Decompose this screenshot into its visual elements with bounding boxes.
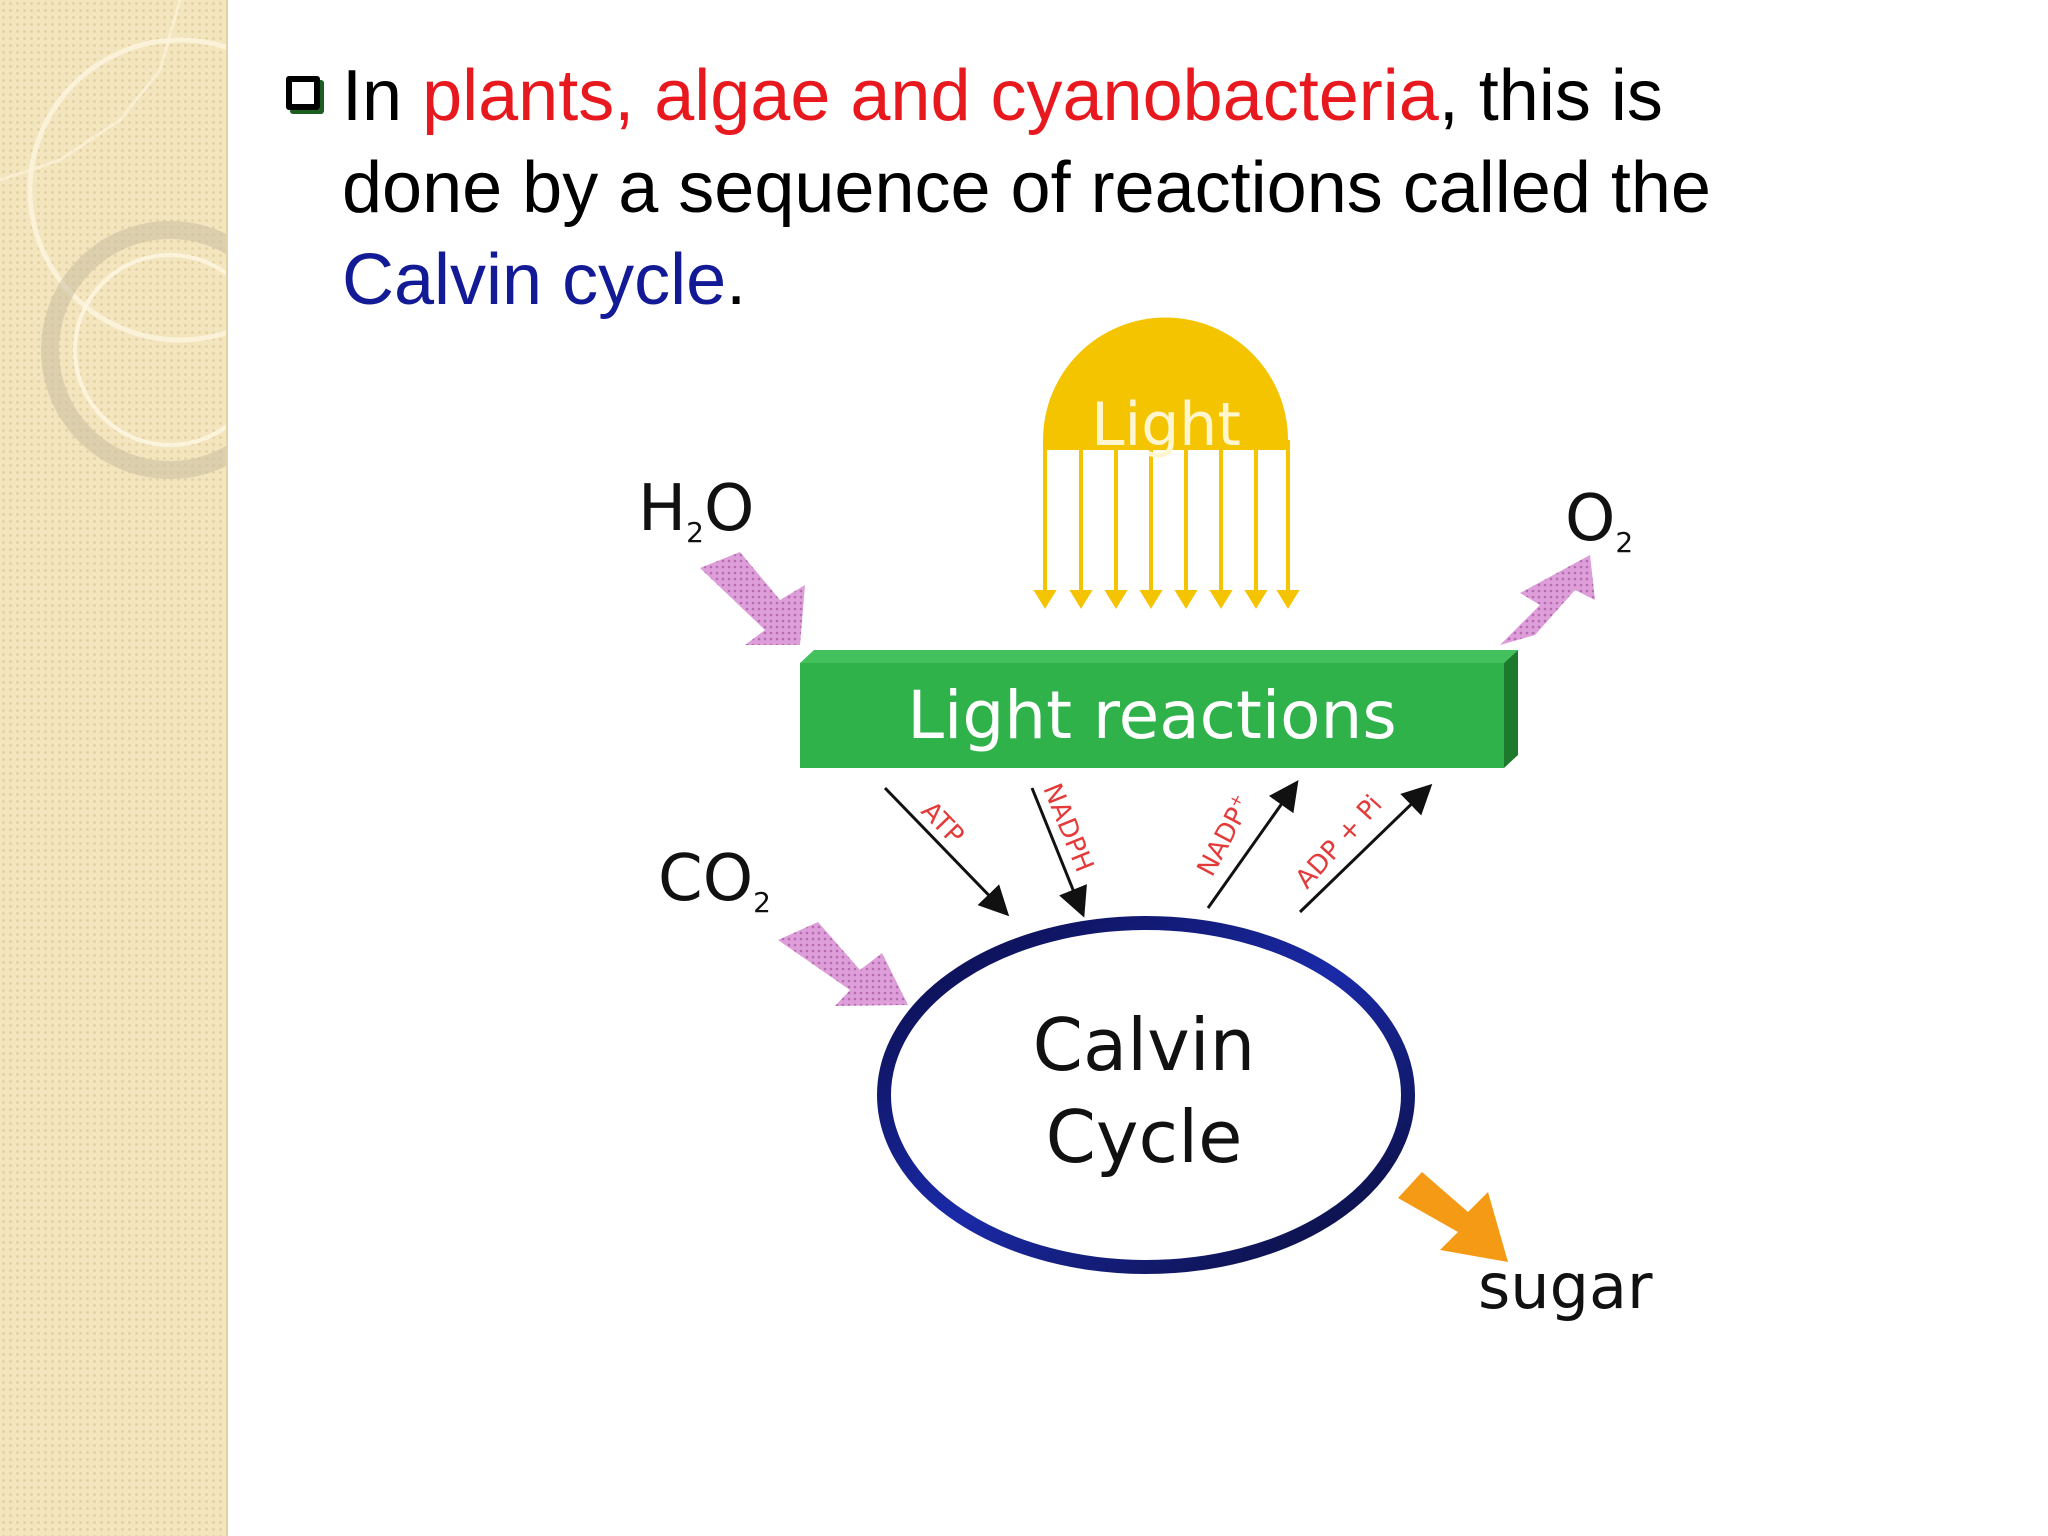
decorative-rings-icon <box>0 0 226 479</box>
nadph-arrow <box>1030 787 1087 918</box>
h2o-label: H2O <box>638 472 754 549</box>
photosynthesis-diagram: Light H2O O2 Light reactions ATP NADPH N… <box>638 317 1653 1323</box>
co2-label: CO2 <box>658 842 771 919</box>
text-middle: , this is done by a sequence of reaction… <box>342 56 1711 228</box>
bullet-text: In plants, algae and cyanobacteria, this… <box>342 50 1842 326</box>
light-reactions-box <box>800 650 1518 768</box>
o2-output-arrow <box>1500 555 1595 645</box>
text-prefix: In <box>342 56 423 136</box>
o2-label: O2 <box>1565 482 1633 559</box>
text-suffix: . <box>726 240 747 320</box>
calvin-label-line1: Calvin <box>1033 1003 1256 1087</box>
atp-label: ATP <box>915 796 969 851</box>
nadp-arrow <box>1206 780 1299 909</box>
h2o-input-arrow <box>700 552 805 645</box>
co2-input-arrow <box>778 922 908 1006</box>
sun-icon <box>1033 317 1300 609</box>
light-reactions-label: Light reactions <box>907 677 1397 754</box>
sugar-output-arrow <box>1398 1172 1508 1262</box>
checkbox-square-icon <box>286 76 320 110</box>
nadph-label: NADPH <box>1037 779 1099 876</box>
light-label: Light <box>1091 390 1241 460</box>
sugar-label: sugar <box>1478 1250 1653 1323</box>
adp-arrow <box>1298 783 1433 914</box>
decorative-sidebar <box>0 0 228 1536</box>
calvin-label-line2: Cycle <box>1046 1095 1243 1179</box>
highlight-calvin-cycle: Calvin cycle <box>342 240 727 320</box>
nadp-label: NADP+ <box>1190 790 1259 881</box>
atp-arrow <box>883 786 1010 917</box>
calvin-cycle-ring <box>877 916 1415 1274</box>
highlight-organisms: plants, algae and cyanobacteria <box>422 56 1439 136</box>
